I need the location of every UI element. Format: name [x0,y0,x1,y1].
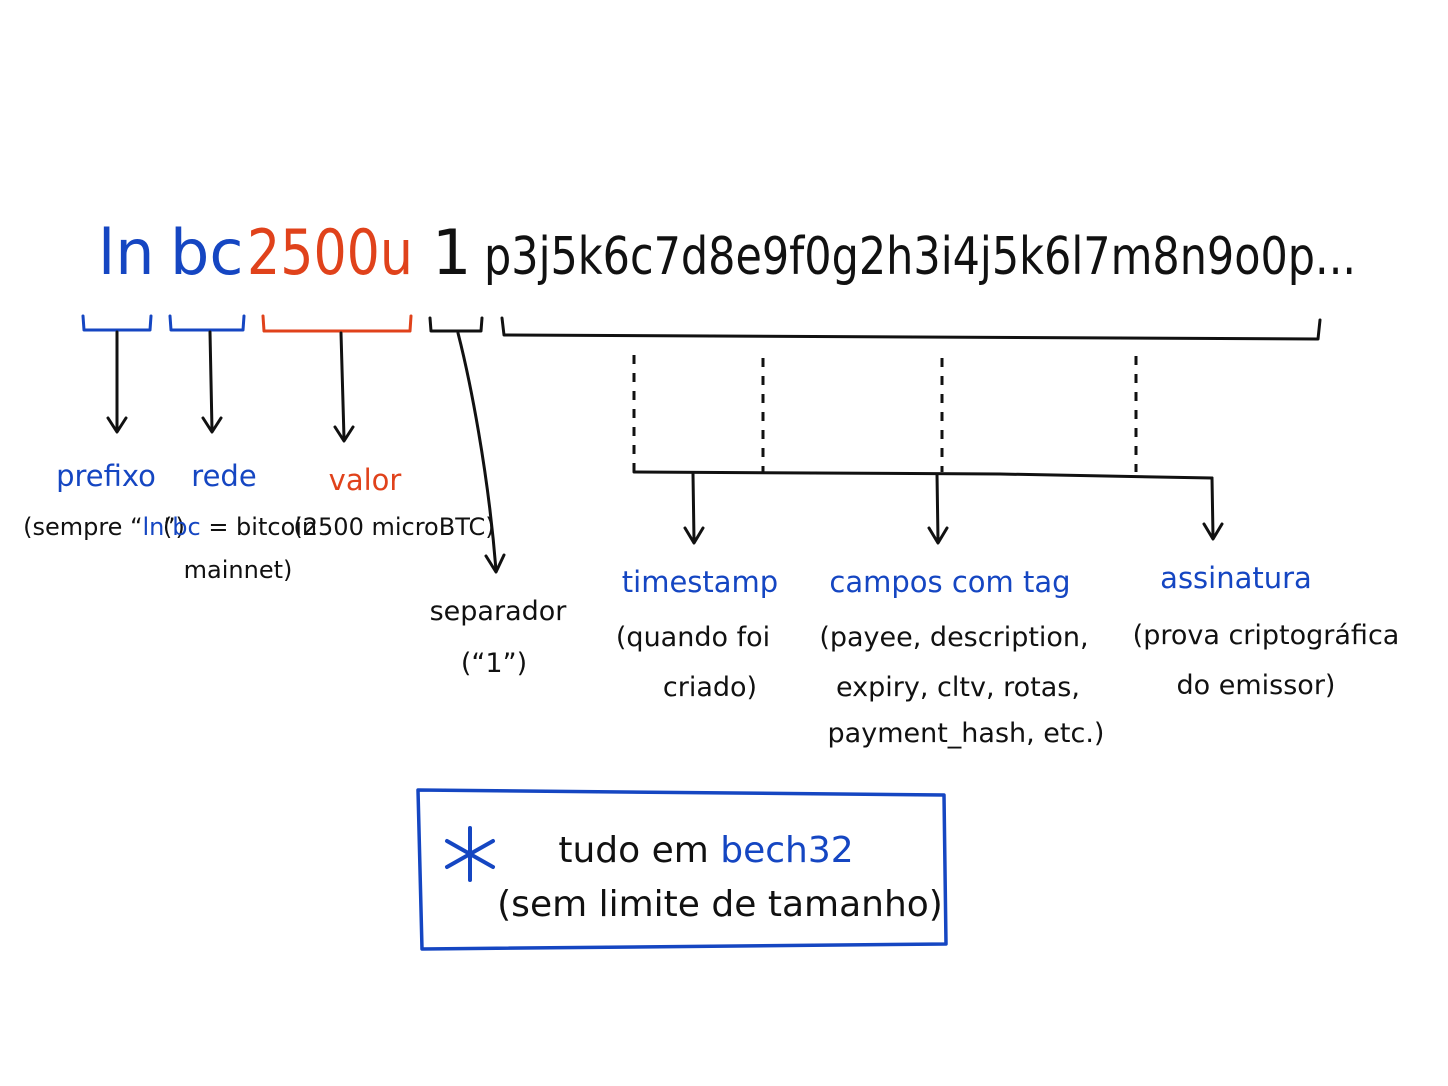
signature-description-line2: do emissor) [1177,670,1336,701]
signature-arrow [1202,476,1224,541]
separator-arrow [456,331,506,574]
prefix-bracket [81,314,153,332]
prefix-description: (sempre “ln”) [23,513,185,541]
separator-title: separador [430,596,568,627]
amount-bracket [261,314,413,333]
prefix-title: prefixo [56,459,156,493]
tagged-fields-description-line2: expiry, cltv, rotas, [836,672,1080,703]
invoice-amount: 2500u [247,216,413,289]
invoice-data: p3j5k6c7d8e9f0g2h3i4j5k6l7m8n9o0p... [484,227,1356,287]
encoding-note-box: tudo em bech32 (sem limite de tamanho) [416,788,948,951]
amount-arrow [333,331,355,443]
timestamp-description-line2: criado) [663,672,757,703]
data-field-dividers [632,355,1138,472]
note-line1: tudo em bech32 [558,830,853,871]
timestamp-title: timestamp [622,565,778,599]
network-description: (bc = bitcoin [163,513,317,541]
timestamp-arrow [683,472,705,545]
network-arrow [201,330,223,434]
prefix-arrow [106,330,128,434]
tagged-fields-title: campos com tag [829,565,1070,599]
note-line2: (sem limite de tamanho) [497,884,943,925]
asterisk-icon [445,826,495,882]
separator-description: (“1”) [461,648,527,679]
amount-description: (2500 microBTC) [293,513,494,541]
signature-description-line1: (prova criptográfica [1133,620,1400,651]
timestamp-description-line1: (quando foi [616,622,770,653]
tagged-fields-description-line3: payment_hash, etc.) [828,718,1105,749]
invoice-prefix: ln [98,216,155,289]
invoice-network: bc [170,216,243,289]
network-title: rede [191,459,256,493]
network-description-line2: mainnet) [184,556,293,584]
amount-title: valor [329,463,402,497]
tagged-fields-arrow [927,472,949,545]
data-collector-line [632,470,1214,480]
invoice-separator: 1 [432,216,471,289]
data-bracket [500,316,1322,341]
separator-bracket [428,316,484,333]
network-bracket [168,314,246,332]
tagged-fields-description-line1: (payee, description, [819,622,1088,653]
signature-title: assinatura [1160,561,1312,595]
